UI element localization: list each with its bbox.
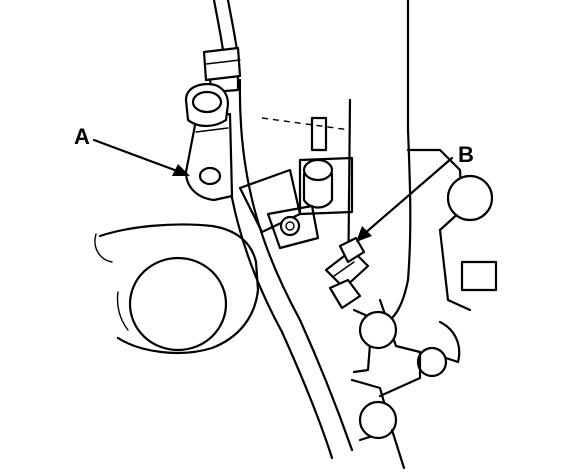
arrow-a: [92, 138, 190, 176]
arrow-b: [356, 156, 454, 242]
callout-label-a: A: [74, 124, 90, 149]
callout-label-b: B: [458, 142, 474, 167]
center-boss: [266, 204, 320, 250]
right-assembly: [350, 148, 498, 470]
bracket-a: [184, 82, 234, 202]
connector-b: [324, 236, 370, 310]
left-housing: [94, 223, 260, 355]
